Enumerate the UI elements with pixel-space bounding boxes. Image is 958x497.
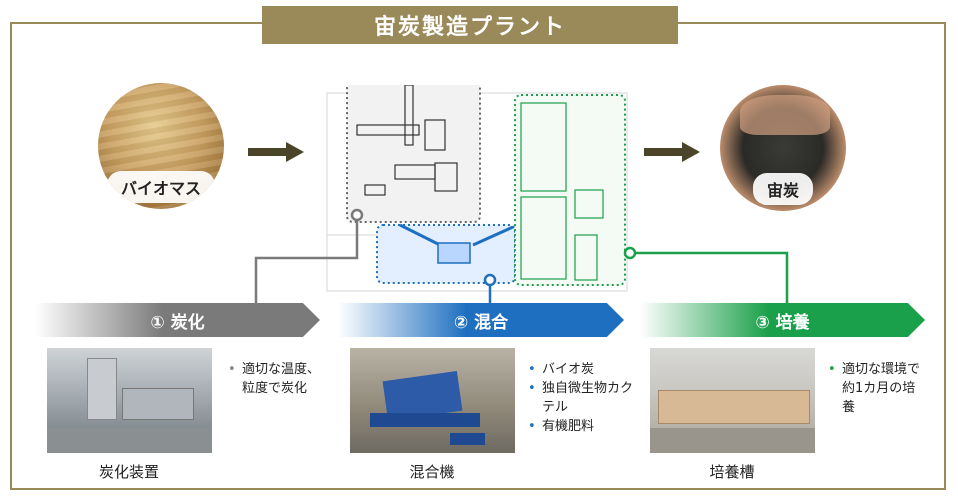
carbonization-device-caption: 炭化装置 xyxy=(98,463,159,481)
list-item: 有機肥料 xyxy=(528,417,633,436)
list-item: 適切な環境で約1カ月の培養 xyxy=(828,360,928,417)
cultivation-tank-caption: 培養槽 xyxy=(709,463,755,481)
list-item: バイオ炭 xyxy=(528,360,633,379)
biomass-image: バイオマス xyxy=(98,83,224,209)
list-item: 独自微生物カクテル xyxy=(528,379,633,417)
cultivation-tank-photo xyxy=(650,348,815,453)
biomass-label: バイオマス xyxy=(106,171,216,203)
step-banner-mixing: ② 混合 xyxy=(338,303,624,337)
soil-carbon-label: 宙炭 xyxy=(752,173,814,205)
list-item: 適切な温度、粒度で炭化 xyxy=(228,360,328,398)
carbonization-notes: 適切な温度、粒度で炭化 xyxy=(228,360,328,398)
carbonization-zone xyxy=(346,85,481,223)
arrow-right-icon xyxy=(248,142,304,162)
soil-carbon-image: 宙炭 xyxy=(720,85,846,211)
plant-layout-diagram xyxy=(326,85,628,292)
step-banner-cultivation: ③ 培養 xyxy=(640,303,925,337)
arrow-right-icon xyxy=(644,142,700,162)
diagram-title: 宙炭製造プラント xyxy=(262,6,678,44)
carbonization-device-photo xyxy=(47,348,212,453)
step-label: ② 混合 xyxy=(453,312,509,333)
step-label: ③ 培養 xyxy=(755,312,810,333)
step-banner-carbonization: ① 炭化 xyxy=(35,303,320,337)
mixing-notes: バイオ炭 独自微生物カクテル 有機肥料 xyxy=(528,360,633,436)
mixer-photo xyxy=(350,348,515,453)
mixer-caption: 混合機 xyxy=(409,463,455,481)
step-label: ① 炭化 xyxy=(150,312,205,333)
cultivation-notes: 適切な環境で約1カ月の培養 xyxy=(828,360,928,417)
